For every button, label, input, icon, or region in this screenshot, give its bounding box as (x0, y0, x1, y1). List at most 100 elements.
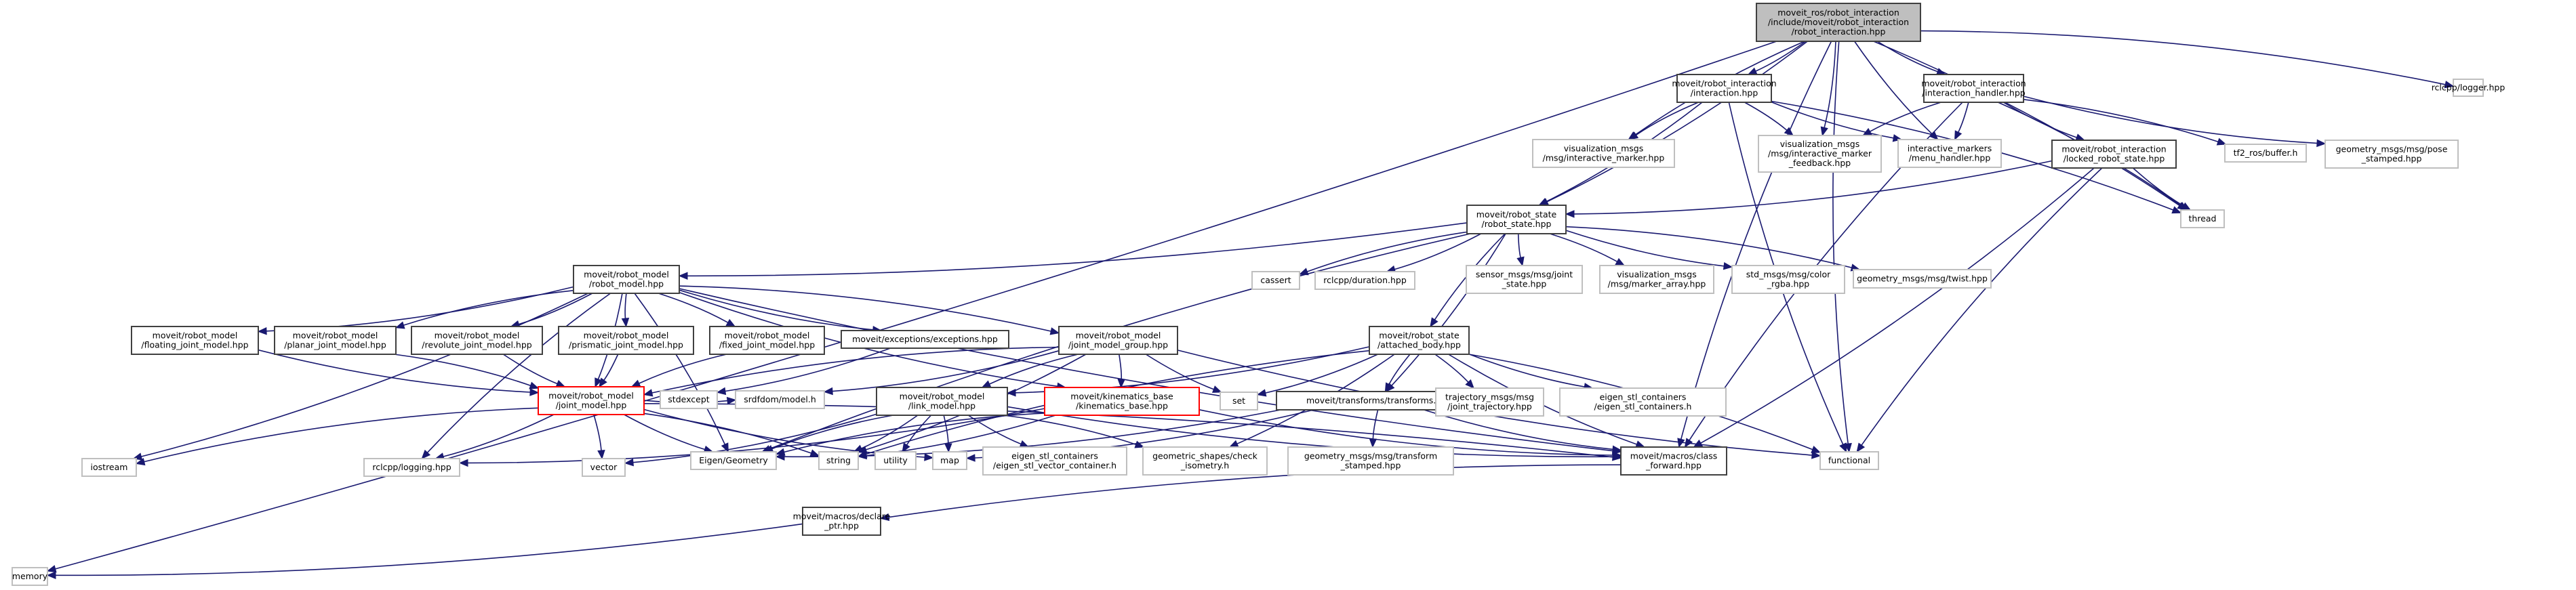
node-label-line: moveit/robot_interaction (1921, 79, 2026, 89)
node-label-line: moveit/robot_model (1076, 331, 1161, 341)
arrowhead-icon (1856, 442, 1866, 453)
node-label-line: _ptr.hpp (824, 521, 859, 531)
node-floating-joint[interactable]: moveit/robot_model/floating_joint_model.… (131, 326, 259, 355)
node-box (1220, 392, 1258, 410)
node-label-line: visualization_msgs (1617, 270, 1696, 280)
node-label-line: moveit/robot_model (153, 331, 238, 341)
edge-line (1434, 354, 1469, 383)
edge-line (888, 464, 1622, 518)
node-joint-model[interactable]: moveit/robot_model/joint_model.hpp (538, 386, 645, 415)
edge-joint_model-to-string (643, 413, 820, 457)
node-label-line: /robot_model.hpp (589, 279, 664, 289)
edge-interaction-to-vis_interactive_marker (1628, 102, 1699, 140)
arrowhead-icon (1465, 379, 1474, 389)
edge-robot_model-to-joint_model_group (679, 285, 1060, 335)
edge-interaction_handler-to-pose_stamped (2023, 96, 2327, 148)
node-exceptions[interactable]: moveit/exceptions/exceptions.hpp (841, 330, 1009, 349)
edge-kinematics_base-to-class_forward (1199, 409, 1622, 459)
edge-joint_model-to-vector (593, 414, 605, 460)
node-label-line: eigen_stl_containers (1600, 392, 1687, 402)
node-link-model[interactable]: moveit/robot_model/link_model.hpp (876, 387, 1008, 416)
node-label-line: _feedback.hpp (1788, 158, 1851, 168)
node-robot-model[interactable]: moveit/robot_model/robot_model.hpp (573, 265, 680, 294)
node-label-line: utility (883, 455, 908, 465)
node-cassert: cassert (1251, 271, 1300, 290)
edges-layer (46, 30, 2455, 580)
edge-line (832, 350, 1060, 392)
node-map: map (932, 451, 967, 470)
node-class-forward[interactable]: moveit/macros/class_forward.hpp (1620, 446, 1727, 476)
arrowhead-icon (1811, 446, 1822, 453)
edge-line (2023, 99, 2219, 142)
edge-line (624, 293, 627, 319)
edge-line (679, 289, 873, 331)
node-attached-body[interactable]: moveit/robot_state/attached_body.hpp (1369, 326, 1470, 355)
node-box (582, 458, 626, 477)
node-box (1044, 387, 1200, 416)
node-box (874, 451, 917, 470)
arrowhead-icon (529, 381, 540, 389)
edge-line (2023, 96, 2318, 144)
node-vector: vector (582, 458, 626, 477)
node-label-line: moveit/robot_model (725, 331, 810, 341)
arrowhead-icon (1006, 389, 1016, 397)
arrowhead-icon (2316, 139, 2327, 148)
edge-line (1391, 233, 1506, 386)
node-label-line: moveit/robot_state (1379, 331, 1460, 341)
arrowhead-icon (1516, 256, 1525, 267)
node-box (538, 386, 645, 415)
node-box (1058, 326, 1178, 355)
node-vis-interactive-marker: visualization_msgs/msg/interactive_marke… (1532, 139, 1675, 168)
node-kinematics-base[interactable]: moveit/kinematics_base/kinematics_base.h… (1044, 387, 1200, 416)
node-label-line: geometry_msgs/msg/twist.hpp (1857, 274, 1988, 284)
node-box (1758, 135, 1882, 173)
arrowhead-icon (1628, 131, 1639, 140)
arrowhead-icon (1615, 257, 1626, 266)
edge-line (624, 414, 705, 450)
arrowhead-icon (775, 452, 785, 461)
edge-root-to-functional (1832, 41, 1852, 453)
arrowhead-icon (1538, 198, 1548, 206)
node-label-line: memory (12, 571, 48, 581)
node-box (841, 330, 1009, 349)
node-box (876, 387, 1008, 416)
node-robot-state[interactable]: moveit/robot_state/robot_state.hpp (1466, 205, 1567, 234)
edge-line (906, 415, 932, 446)
edge-line (502, 354, 558, 385)
node-label-line: functional (1828, 455, 1870, 465)
edge-line (643, 413, 811, 454)
node-label-line: geometry_msgs/msg/pose (2336, 144, 2448, 154)
node-joint-model-group[interactable]: moveit/robot_model/joint_model_group.hpp (1058, 326, 1178, 355)
node-label-line: moveit_ros/robot_interaction (1777, 7, 1899, 18)
node-revolute-joint[interactable]: moveit/robot_model/revolute_joint_model.… (411, 326, 543, 355)
node-planar-joint[interactable]: moveit/robot_model/planar_joint_model.hp… (274, 326, 397, 355)
edge-line (1307, 231, 1468, 272)
node-label-line: /interaction_handler.hpp (1922, 88, 2025, 98)
edge-joint_model-to-eigen_geometry (624, 414, 714, 453)
arrowhead-icon (879, 513, 890, 522)
node-box (1756, 3, 1921, 42)
node-label-line: rclcpp/logger.hpp (2432, 83, 2505, 93)
node-box (1435, 387, 1544, 417)
node-box (1897, 139, 2002, 168)
node-root[interactable]: moveit_ros/robot_interaction/include/mov… (1756, 3, 1921, 42)
node-fixed-joint[interactable]: moveit/robot_model/fixed_joint_model.hpp (709, 326, 825, 355)
node-label-line: map (940, 455, 959, 465)
node-marker-array: visualization_msgs/msg/marker_array.hpp (1599, 265, 1714, 294)
edge-interaction_handler-to-vis_interactive_marker_feedback (1861, 102, 1941, 136)
node-label-line: moveit/robot_model (435, 331, 520, 341)
node-interaction[interactable]: moveit/robot_interaction/interaction.hpp (1672, 74, 1777, 103)
edge-line (141, 293, 588, 457)
node-prismatic-joint[interactable]: moveit/robot_model/prismatic_joint_model… (558, 326, 694, 355)
node-color-rgba: std_msgs/msg/color_rgba.hpp (1731, 265, 1845, 294)
edge-line (687, 222, 1468, 277)
node-interaction-handler[interactable]: moveit/robot_interaction/interaction_han… (1921, 74, 2026, 103)
edge-line (1876, 41, 1938, 72)
node-label-line: eigen_stl_containers (1011, 451, 1098, 461)
node-label-line: /eigen_stl_containers.h (1594, 402, 1692, 412)
arrowhead-icon (1049, 327, 1060, 335)
node-declare-ptr[interactable]: moveit/macros/declare_ptr.hpp (793, 507, 891, 536)
node-locked-robot-state[interactable]: moveit/robot_interaction/locked_robot_st… (2051, 140, 2177, 169)
arrowhead-icon (1820, 126, 1828, 137)
node-pose-stamped: geometry_msgs/msg/pose_stamped.hpp (2325, 140, 2459, 169)
